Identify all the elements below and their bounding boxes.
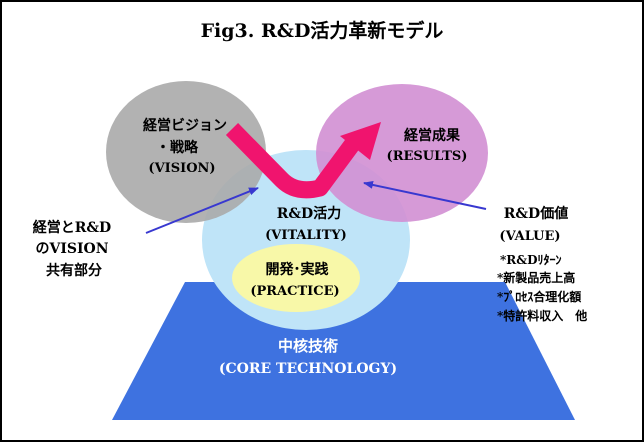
value-arrow bbox=[363, 180, 487, 210]
practice-label-line2: (PRACTICE) bbox=[250, 284, 339, 299]
vision-bubble bbox=[106, 81, 266, 223]
value-item: *新製品売上高 bbox=[497, 270, 575, 285]
shared-vision-note-line2: のVISION bbox=[35, 241, 108, 257]
value-item: *R&Dﾘﾀｰﾝ bbox=[500, 252, 562, 267]
shared-vision-arrow bbox=[145, 187, 259, 234]
vitality-label-line1: R&D活力 bbox=[277, 205, 341, 222]
value-item: *ﾌﾟﾛｾｽ合理化額 bbox=[497, 289, 581, 304]
value-label-line1: R&D価値 bbox=[504, 205, 568, 222]
value-item: *特許料収入 他 bbox=[497, 308, 587, 323]
vision-label-line2: ・戦略 bbox=[156, 139, 199, 156]
value-label-line2: (VALUE) bbox=[499, 229, 560, 244]
results-bubble bbox=[316, 84, 488, 222]
vision-label-line3: (VISION) bbox=[148, 161, 215, 176]
practice-ellipse bbox=[232, 244, 360, 312]
core-label-line2: (CORE TECHNOLOGY) bbox=[219, 361, 397, 377]
results-label-line2: (RESULTS) bbox=[387, 149, 468, 164]
results-label-line1: 経営成果 bbox=[404, 127, 461, 144]
figure-title: Fig3. R&D活力革新モデル bbox=[201, 19, 444, 42]
shared-vision-note-line1: 経営とR&D bbox=[33, 219, 111, 236]
vision-label-line1: 経営ビジョン bbox=[143, 117, 227, 134]
practice-label-line1: 開発･実践 bbox=[266, 261, 329, 278]
vitality-label-line2: (VITALITY) bbox=[265, 228, 347, 243]
pink-cycle-arrow bbox=[225, 122, 381, 199]
core-label-line1: 中核技術 bbox=[278, 337, 338, 355]
core-technology-platform bbox=[112, 282, 575, 420]
shared-vision-note-line3: 共有部分 bbox=[46, 262, 102, 279]
